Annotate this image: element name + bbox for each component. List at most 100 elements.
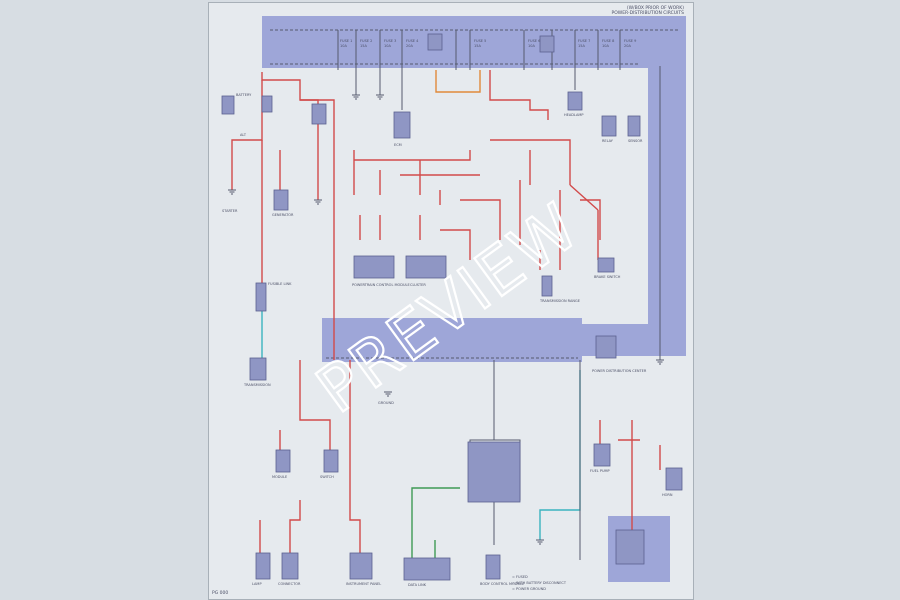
legend: = FUSED = WITH BATTERY DISCONNECT = POWE…: [512, 575, 567, 591]
module-a: [273, 189, 289, 211]
fuse-rating-9: 20A: [624, 44, 631, 48]
ground-symbol-5: [384, 391, 392, 397]
comp-label-8: HEADLAMP: [564, 113, 584, 117]
comp-label-11: SENSOR: [628, 139, 643, 143]
green-wire: [411, 487, 460, 560]
legend-item-2: = WITH BATTERY DISCONNECT: [512, 581, 567, 585]
relay-right: [595, 335, 617, 359]
fuse-rating-8: 10A: [602, 44, 609, 48]
cyan-wire: [539, 370, 581, 540]
fuse-rating-6: 10A: [528, 44, 535, 48]
fuse-label-4: FUSE 4: [406, 39, 419, 43]
ground-symbol-6: [656, 359, 664, 365]
fuse-label-8: FUSE 8: [602, 39, 614, 43]
left-label-transmission: TRANSMISSION: [243, 383, 271, 387]
header-line-1: (W/BOX PRIOR OF WORK): [627, 5, 684, 11]
comp-label-6: TRANSMISSION RANGE: [539, 299, 580, 303]
lower-comp-4: [281, 552, 299, 580]
wire-lower-1: [299, 360, 331, 450]
fuse-label-9: FUSE 9: [624, 39, 636, 43]
watermark-group: PREVIEW: [303, 188, 595, 429]
sensor-a: [541, 275, 553, 297]
fuse-rating-3: 10A: [384, 44, 391, 48]
wires: [231, 30, 661, 560]
legend-item-3: = POWER GROUND: [512, 587, 546, 591]
legend-item-1: = FUSED: [512, 575, 528, 579]
lamp-b: [601, 115, 617, 137]
comp-label-14: LAMP: [252, 582, 262, 586]
sensor-b: [597, 257, 615, 273]
ground-symbol-1: [228, 189, 236, 195]
header-line-2: POWER-DISTRIBUTION CIRCUITS: [611, 10, 684, 16]
wire-top-drops: [489, 70, 549, 120]
relay-component: [311, 103, 327, 125]
fusible-link: [255, 282, 267, 312]
fuse-block-component: [261, 95, 273, 113]
left-labels: FUSIBLE LINK BATTERY ALT STARTER TRANSMI…: [222, 93, 292, 387]
top-relay-2: [539, 35, 555, 53]
fuse-label-7: FUSE 7: [578, 39, 590, 43]
left-label-fusible: FUSIBLE LINK: [268, 282, 292, 286]
lamp-c: [627, 115, 641, 137]
comp-label-10: RELAY: [602, 139, 614, 143]
left-label-battery: BATTERY: [236, 93, 252, 97]
right-comp-1: [593, 443, 611, 467]
powertrain-module: [353, 255, 395, 279]
diagram-sheet: [208, 2, 694, 600]
cluster-module: [405, 255, 447, 279]
components: [221, 33, 683, 581]
ground-symbols: [228, 94, 664, 545]
wire-lower-3: [259, 430, 301, 555]
wire-network-3: [490, 139, 601, 270]
comp-label-9: POWER DISTRIBUTION CENTER: [592, 369, 647, 373]
comp-label-20: HORN: [662, 493, 673, 497]
wire-right-trunk: [579, 66, 661, 560]
watermark: PREVIEW: [304, 190, 593, 428]
comp-label-5: GROUND: [378, 401, 394, 405]
comp-label-1: GENERATOR: [272, 213, 294, 217]
lower-comp-6: [403, 557, 451, 581]
left-label-starter: STARTER: [222, 209, 238, 213]
top-relay-1: [427, 33, 443, 51]
comp-label-7: BRAKE SWITCH: [594, 275, 621, 279]
fuse-rating-7: 15A: [578, 44, 585, 48]
fuse-label-5: FUSE 5: [474, 39, 486, 43]
fuse-rating-4: 20A: [406, 44, 413, 48]
wire-branch-1: [300, 99, 319, 200]
ecm-box: [393, 111, 411, 139]
lower-comp-3: [255, 552, 271, 580]
fuse-label-6: FUSE 6: [528, 39, 540, 43]
left-label-alt: ALT: [240, 133, 247, 137]
right-comp-2: [665, 467, 683, 491]
wire-right-1: [539, 184, 599, 270]
comp-label-2: ECM: [394, 143, 402, 147]
comp-label-17: DATA LINK: [408, 583, 427, 587]
lower-comp-7: [485, 554, 501, 580]
battery-component: [221, 95, 235, 115]
main-red-wire: [261, 72, 335, 360]
bottom-right-component: [615, 529, 645, 565]
comp-label-19: FUEL PUMP: [590, 469, 610, 473]
transmission-unit: [249, 357, 267, 381]
fuse-rating-1: 10A: [340, 44, 347, 48]
comp-label-4: CLUSTER: [410, 283, 426, 287]
comp-label-3: POWERTRAIN CONTROL MODULE: [352, 283, 410, 287]
fuse-rating-5: 15A: [474, 44, 481, 48]
ground-symbol-7: [536, 539, 544, 545]
lower-comp-1: [275, 449, 291, 473]
comp-label-13: SWITCH: [320, 475, 334, 479]
fuse-rating-2: 15A: [360, 44, 367, 48]
top-power-bus: [262, 16, 686, 68]
fuse-label-1: FUSE 1: [340, 39, 352, 43]
wire-lower-2: [349, 360, 361, 555]
comp-label-15: CONNECTOR: [278, 582, 301, 586]
orange-wire: [435, 70, 481, 93]
right-power-bus: [648, 66, 686, 334]
component-labels: GENERATOR ECM POWERTRAIN CONTROL MODULE …: [252, 113, 673, 587]
center-box: [467, 441, 521, 503]
wire-network-1: [353, 150, 501, 240]
ground-symbol-4: [376, 94, 384, 100]
top-fuse-labels: FUSE 1 FUSE 2 FUSE 3 FUSE 4 FUSE 5 FUSE …: [340, 39, 636, 48]
